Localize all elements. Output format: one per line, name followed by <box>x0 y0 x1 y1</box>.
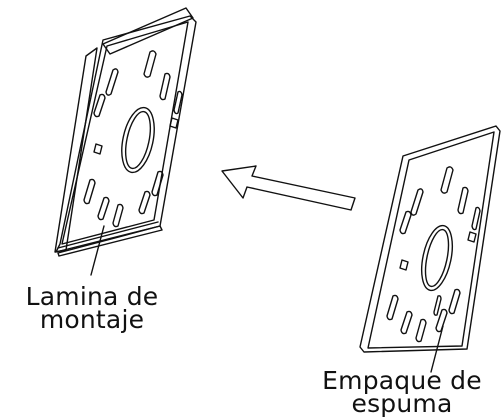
direction-arrow <box>221 165 356 211</box>
mounting-plate-label-line-2: montaje <box>39 305 145 334</box>
foam-gasket <box>359 125 501 373</box>
foam-gasket-label: Empaque de espuma <box>300 366 504 418</box>
mounting-plate <box>54 7 197 276</box>
mounting-plate-label: Lamina de montaje <box>4 282 180 334</box>
foam-gasket-label-line-1: Empaque de <box>322 366 482 395</box>
mounting-plate-label-line-1: Lamina de <box>25 282 159 311</box>
foam-gasket-label-line-2: espuma <box>351 389 453 418</box>
